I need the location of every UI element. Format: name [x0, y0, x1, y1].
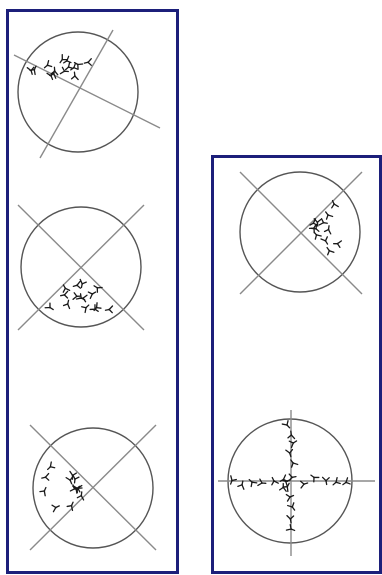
particle-mark — [81, 303, 91, 313]
particle-mark — [63, 299, 72, 308]
particle-mark — [333, 240, 341, 247]
particle-mark — [247, 477, 257, 487]
particle-mark — [288, 502, 297, 512]
particle-mark — [71, 72, 78, 80]
particle-mark — [45, 303, 55, 313]
circle-quadrant-top — [14, 30, 160, 158]
particle-mark — [288, 474, 296, 481]
particle-mark — [286, 493, 295, 501]
particle-mark — [288, 458, 297, 468]
particle-mark — [45, 462, 55, 472]
particle-mark — [51, 503, 60, 512]
circle-quadrant-bottom — [18, 205, 144, 330]
particle-mark — [105, 306, 113, 313]
particle-mark — [62, 56, 72, 65]
particle-mark — [323, 210, 332, 220]
particle-mark — [331, 478, 341, 488]
particle-mark — [324, 225, 332, 234]
divider-line — [40, 30, 113, 158]
particle-mark — [321, 236, 330, 246]
particle-mark — [289, 438, 299, 447]
circle-cross-center — [218, 410, 375, 556]
circle-quadrant-left — [30, 425, 156, 550]
particle-mark — [88, 289, 97, 298]
particle-mark — [73, 282, 81, 290]
particle-mark — [60, 291, 68, 298]
particle-mark — [42, 61, 52, 71]
particle-mark — [258, 479, 267, 487]
particle-mark — [92, 303, 102, 313]
particle-mark — [90, 304, 100, 314]
particle-mark — [341, 478, 351, 487]
right-panel-frame — [213, 157, 381, 573]
particle-mark — [40, 486, 49, 496]
circle-quadrant-right — [240, 172, 362, 294]
particle-mark — [57, 55, 67, 65]
particle-mark — [61, 284, 70, 293]
particle-mark — [286, 449, 294, 458]
particle-mark — [312, 230, 322, 240]
particle-mark — [84, 59, 92, 66]
particle-mark — [324, 246, 333, 256]
particle-mark — [41, 474, 49, 482]
